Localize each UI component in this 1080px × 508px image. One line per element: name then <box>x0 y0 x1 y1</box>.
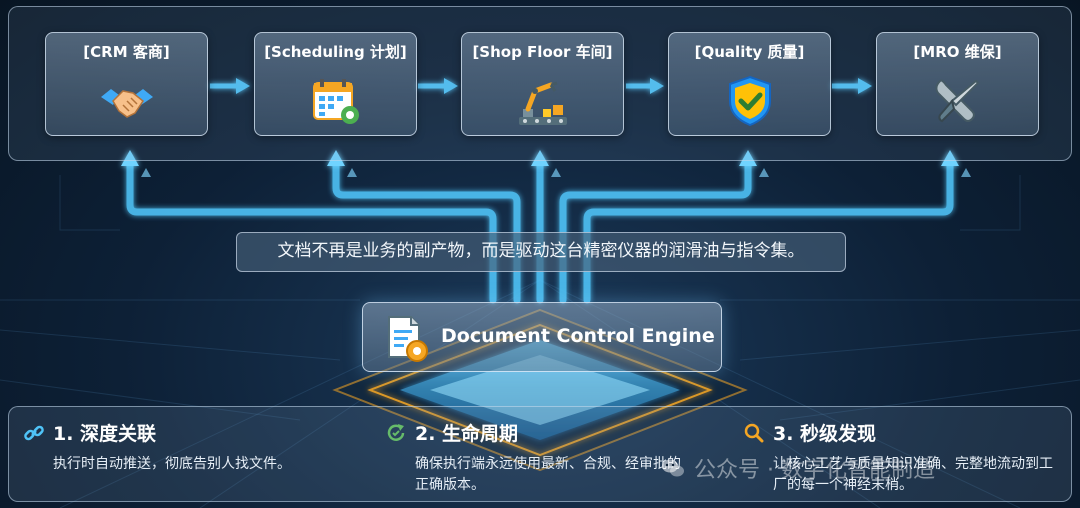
feature-deep-link-body: 执行时自动推送，彻底告别人找文件。 <box>53 456 291 472</box>
caption-banner: 文档不再是业务的副产物，而是驱动这台精密仪器的润滑油与指令集。 <box>236 232 846 272</box>
wrench-screwdriver-icon <box>934 79 979 123</box>
engine-label: Document Control Engine <box>441 325 715 347</box>
handshake-icon <box>100 89 153 118</box>
arrowhead-crm <box>121 150 139 166</box>
robot-arm-icon <box>518 81 567 125</box>
node-crm[interactable]: [CRM 客商] <box>45 32 208 136</box>
node-connectors <box>210 78 872 94</box>
small-up-arrows <box>141 168 971 177</box>
document-control-engine[interactable]: Document Control Engine <box>362 302 722 372</box>
node-scheduling[interactable]: [Scheduling 计划] <box>254 32 417 136</box>
flow-line-scheduling <box>332 161 521 304</box>
cycle-icon <box>387 423 405 441</box>
arrowhead-shop <box>531 150 549 166</box>
node-crm-label: [CRM 客商] <box>83 43 170 61</box>
node-quality-label: [Quality 质量] <box>694 43 805 61</box>
feature-instant-discovery-title: 3. 秒级发现 <box>773 423 877 445</box>
node-mro-label: [MRO 维保] <box>913 43 1002 61</box>
flow-arrowheads <box>121 150 959 166</box>
flow-line-quality <box>559 161 752 304</box>
arrowhead-scheduling <box>327 150 345 166</box>
flow-line-mro <box>583 161 954 304</box>
magnifier-icon <box>744 423 764 442</box>
wechat-icon <box>662 459 684 477</box>
link-icon <box>24 425 44 440</box>
feature-lifecycle-title: 2. 生命周期 <box>415 423 519 445</box>
node-shop-floor[interactable]: [Shop Floor 车间] <box>461 32 624 136</box>
calendar-gear-icon <box>312 79 359 124</box>
flow-line-crm <box>126 161 497 304</box>
feature-instant-discovery: 3. 秒级发现 让核心工艺与质量知识准确、完整地流动到工厂的每一个神经末梢。 <box>743 419 1053 496</box>
feature-lifecycle: 2. 生命周期 确保执行端永远使用最新、合规、经审批的正确版本。 <box>385 419 685 496</box>
node-scheduling-label: [Scheduling 计划] <box>264 43 407 61</box>
feature-instant-discovery-body: 让核心工艺与质量知识准确、完整地流动到工厂的每一个神经末梢。 <box>773 456 1053 493</box>
arrowhead-mro <box>941 150 959 166</box>
feature-lifecycle-body: 确保执行端永远使用最新、合规、经审批的正确版本。 <box>415 456 681 493</box>
watermark: 公众号 · 数字化智能制造 <box>660 452 935 484</box>
watermark-text: 公众号 · 数字化智能制造 <box>694 458 935 483</box>
document-gear-icon <box>388 316 428 362</box>
flow-lines <box>126 161 954 304</box>
feature-deep-link: 1. 深度关联 执行时自动推送，彻底告别人找文件。 <box>23 419 343 475</box>
node-mro[interactable]: [MRO 维保] <box>876 32 1039 136</box>
node-quality[interactable]: [Quality 质量] <box>668 32 831 136</box>
features-panel: 1. 深度关联 执行时自动推送，彻底告别人找文件。 2. 生命周期 确保执行端永… <box>8 406 1072 502</box>
node-shop-floor-label: [Shop Floor 车间] <box>472 43 613 61</box>
shield-check-icon <box>728 75 771 127</box>
arrowhead-quality <box>739 150 757 166</box>
feature-deep-link-title: 1. 深度关联 <box>53 423 157 445</box>
